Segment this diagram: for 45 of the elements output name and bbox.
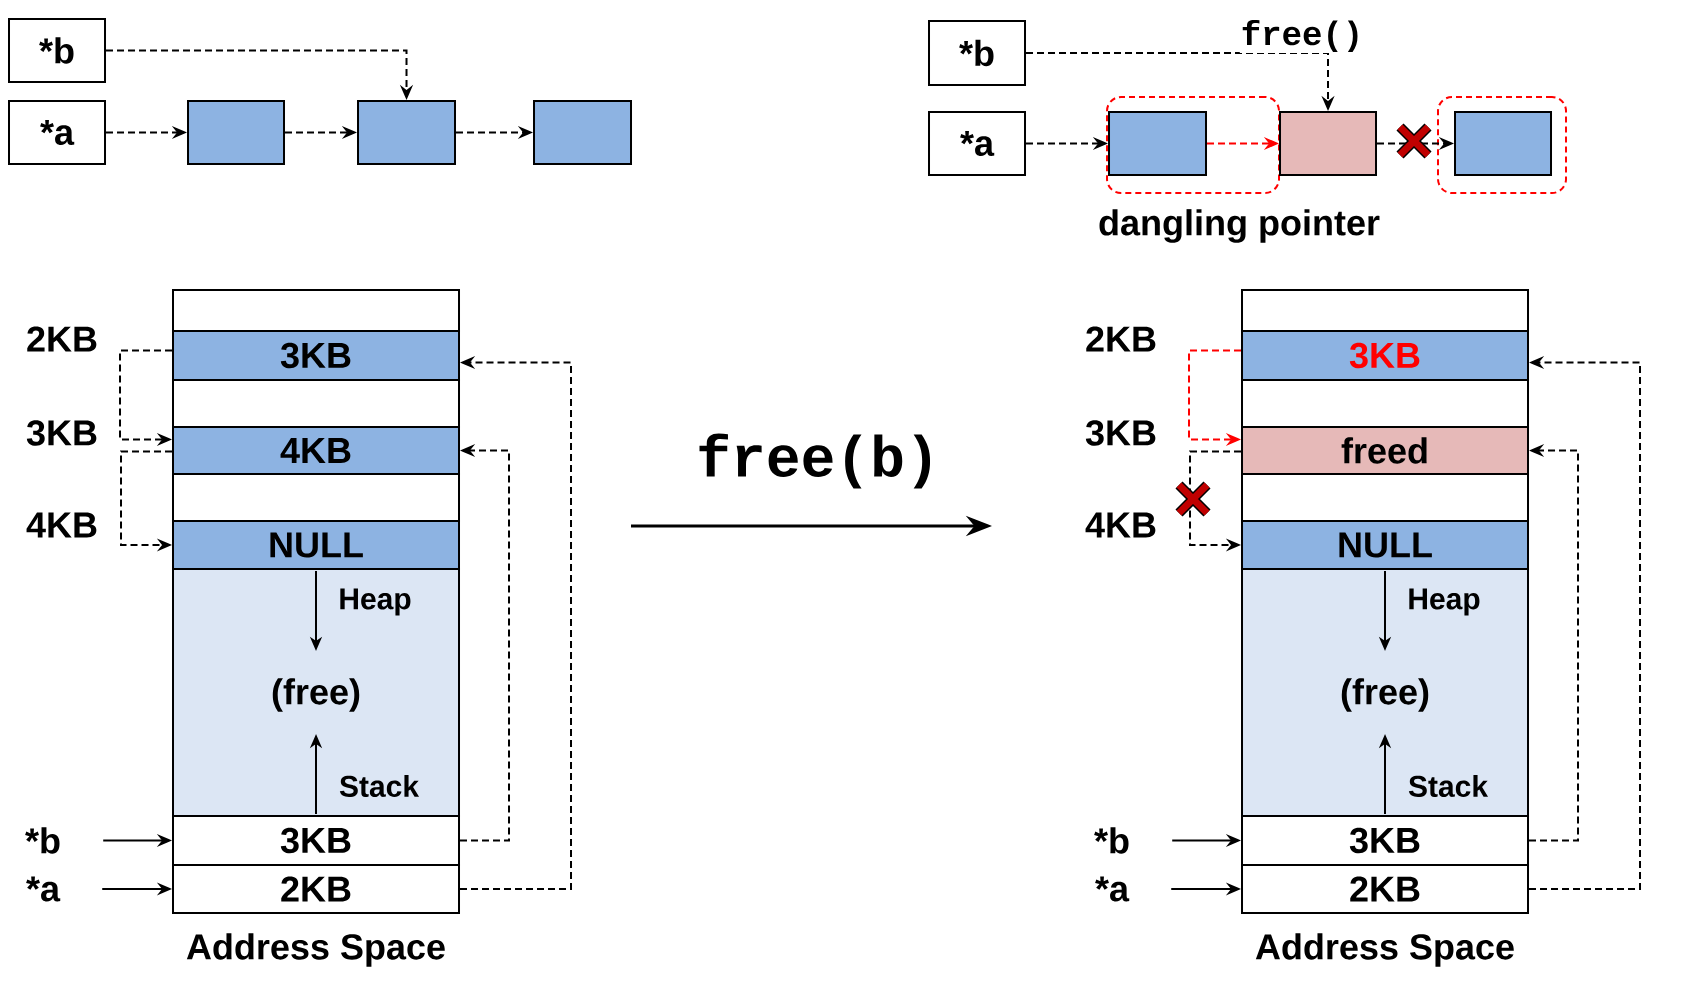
text-label: Address Space	[186, 933, 445, 967]
text-label: 2KB	[27, 326, 97, 352]
list-node	[187, 100, 285, 165]
list-node	[1108, 111, 1207, 176]
memory-cell	[172, 289, 460, 332]
list-node	[357, 100, 456, 165]
memory-cell: 3KB	[1241, 330, 1529, 381]
pointer-box: *b	[928, 20, 1026, 86]
list-node	[533, 100, 632, 165]
highlight-outline	[1106, 96, 1280, 194]
memory-cell	[1241, 379, 1529, 428]
edge-label: free()	[1242, 19, 1358, 53]
memory-cell	[172, 473, 460, 522]
memory-cell	[172, 379, 460, 428]
text-label: 2KB	[1086, 326, 1156, 352]
list-node	[1279, 111, 1377, 176]
memory-cell: 2KB	[1241, 864, 1529, 914]
highlight-outline	[1437, 96, 1567, 194]
memory-cell: 2KB	[172, 864, 460, 914]
pointer-box: *b	[8, 18, 106, 83]
memory-cell: NULL	[172, 520, 460, 570]
pointer-label: *b	[1094, 827, 1129, 854]
text-label: 3KB	[26, 420, 97, 446]
memory-cell: 3KB	[1241, 815, 1529, 866]
pointer-label: *a	[1095, 876, 1130, 902]
memory-cell: NULL	[1241, 520, 1529, 570]
memory-cell	[1241, 289, 1529, 332]
text-label: 4KB	[1085, 512, 1156, 538]
text-label: 3KB	[1085, 420, 1156, 446]
pointer-box: *a	[928, 111, 1026, 176]
memory-cell: 3KB	[172, 815, 460, 866]
memory-cell: 4KB	[172, 426, 460, 475]
text-label: dangling pointer	[1099, 209, 1380, 243]
memory-cell: freed	[1241, 426, 1529, 475]
list-node	[1454, 111, 1552, 176]
pointer-label: *b	[25, 827, 60, 854]
text-label: 4KB	[26, 512, 97, 538]
pointer-box: *a	[8, 100, 106, 165]
heap-region: Heap (free) Stack	[1241, 568, 1529, 817]
pointer-label: *a	[26, 876, 61, 902]
text-label: Address Space	[1255, 933, 1514, 967]
function-call-label: free(b)	[699, 433, 931, 489]
memory-cell: 3KB	[172, 330, 460, 381]
heap-region: Heap (free) Stack	[172, 568, 460, 817]
memory-cell	[1241, 473, 1529, 522]
